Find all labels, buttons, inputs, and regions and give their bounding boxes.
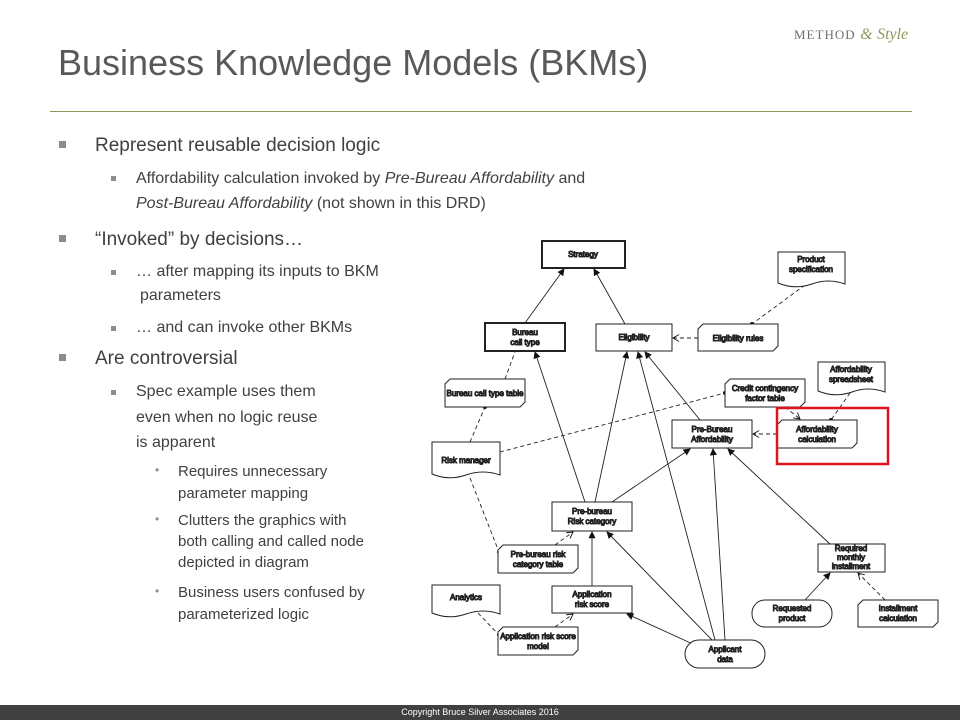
svg-text:Risk category: Risk category [568,517,616,526]
svg-text:Application: Application [572,590,611,599]
svg-text:Risk manager: Risk manager [441,456,491,465]
bullet-text: is apparent [136,434,216,451]
footer-copyright: Copyright Bruce Silver Associates 2016 [0,705,960,720]
svg-text:Bureau call type table: Bureau call type table [447,389,524,398]
bullet-text: depicted in diagram [178,554,309,571]
svg-text:Pre-Bureau: Pre-Bureau [692,425,733,434]
bullet-marker [59,235,66,242]
bullet-text: … and can invoke other BKMs [136,319,353,336]
bullet-marker: • [155,512,160,526]
bullet-text: Requires unnecessary [178,463,328,480]
bullet-text: Represent reusable decision logic [95,135,381,156]
svg-text:factor table: factor table [745,394,785,403]
title-divider [50,111,912,112]
svg-text:Strategy: Strategy [568,250,598,259]
svg-text:installment: installment [832,562,871,571]
bkm-bureau-call-type-table[interactable]: Bureau call type table [444,378,526,408]
bullet-marker [111,326,116,331]
svg-text:specification: specification [789,265,833,274]
svg-text:Bureau: Bureau [512,328,538,337]
bullet-text: Spec example uses them [136,383,316,400]
bullet-marker: • [155,463,160,477]
bullet-text: parameter mapping [178,485,309,502]
bullet-text: Clutters the graphics with [178,512,347,529]
svg-text:model: model [527,642,549,651]
bullet-marker [59,354,66,361]
bullet-text: Business users confused by [178,584,365,601]
requirement-edges [524,268,831,646]
svg-text:spreadsheet: spreadsheet [829,375,874,384]
svg-text:Credit contingency: Credit contingency [732,384,798,393]
svg-text:Affordability: Affordability [830,365,872,374]
bullet-marker: • [155,584,160,598]
svg-text:call type: call type [510,338,540,347]
svg-text:Applicant: Applicant [709,645,743,654]
svg-text:product: product [779,614,806,623]
highlight-box [775,406,890,466]
bullet-text: Affordability calculation invoked by Pre… [136,170,586,187]
svg-text:Eligibility rules: Eligibility rules [713,334,764,343]
svg-text:Application risk score: Application risk score [500,632,576,641]
svg-text:calculation: calculation [798,435,836,444]
svg-text:data: data [717,655,733,664]
svg-text:Product: Product [797,255,825,264]
bullet-marker [111,176,116,181]
svg-text:category table: category table [513,560,564,569]
bkm-eligibility-rules[interactable]: Eligibility rules [697,323,779,352]
logo: Method & Style [794,26,909,43]
bullet-text: … after mapping its inputs to BKM [136,263,379,280]
svg-text:Analytics: Analytics [450,593,482,602]
bullet-text: Post-Bureau Affordability (not shown in … [136,195,486,212]
svg-text:Pre-bureau: Pre-bureau [572,507,612,516]
bullet-text: “Invoked” by decisions… [95,229,304,250]
bullet-text: parameterized logic [178,606,309,623]
bullet-text: parameters [140,287,221,304]
svg-text:Affordability: Affordability [691,435,733,444]
svg-text:Pre-bureau risk: Pre-bureau risk [511,550,567,559]
svg-text:monthly: monthly [837,553,865,562]
svg-text:Affordability: Affordability [796,425,838,434]
bullet-marker [111,270,116,275]
decision-strategy[interactable]: Strategy [541,240,626,269]
bullet-marker [111,390,116,395]
bullet-text: even when no logic reuse [136,409,318,426]
svg-text:Requested: Requested [773,604,812,613]
svg-text:Required: Required [835,544,867,553]
svg-text:calculation: calculation [879,614,917,623]
bullet-marker [59,141,66,148]
page-title: Business Knowledge Models (BKMs) [58,42,649,83]
svg-text:risk score: risk score [575,600,610,609]
decision-eligibility[interactable]: Eligibility [595,323,673,352]
svg-text:Installment: Installment [879,604,918,613]
bullet-text: Are controversial [95,348,238,369]
knowledge-source-analytics[interactable]: Analytics [431,584,501,618]
knowledge-source-risk-manager[interactable]: Risk manager [431,441,501,479]
bullet-text: both calling and called node [178,533,364,550]
svg-text:Eligibility: Eligibility [618,333,649,342]
